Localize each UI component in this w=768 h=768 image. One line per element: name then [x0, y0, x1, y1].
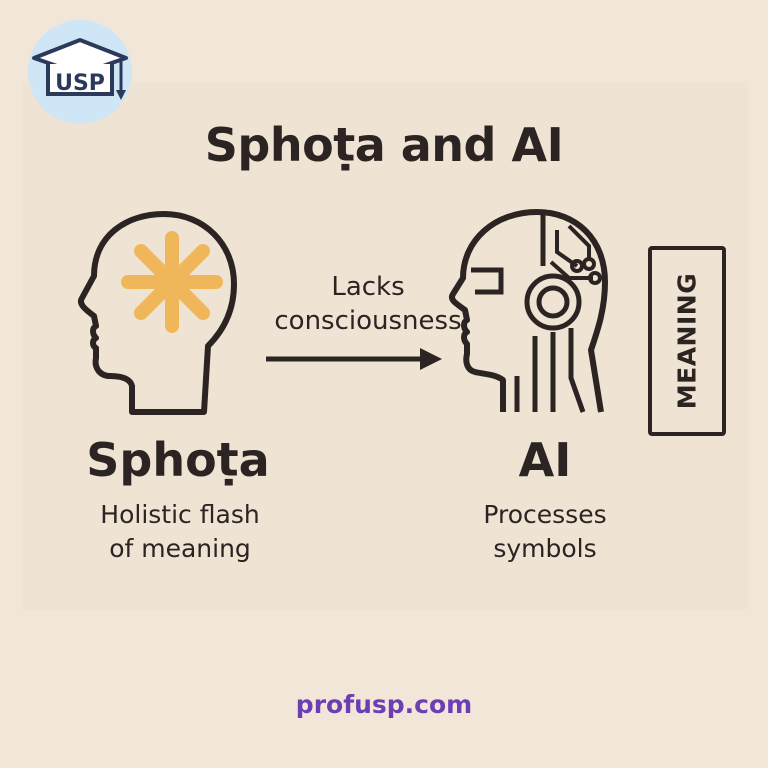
ai-head-illustration — [445, 206, 625, 425]
starburst-icon — [121, 231, 223, 333]
ai-label: AI — [518, 433, 572, 487]
robot-head-icon — [449, 209, 608, 413]
human-head-icon — [78, 211, 237, 415]
page-title: Sphoṭa and AI — [204, 118, 564, 172]
graduation-cap-icon: USP — [32, 38, 128, 100]
ai-description-line1: Processes — [483, 500, 607, 529]
usp-logo: USP — [28, 20, 132, 124]
arrow-caption-line2: consciousness — [274, 306, 462, 336]
sphota-description-line1: Holistic flash — [100, 500, 260, 529]
sphota-description-line2: of meaning — [109, 534, 251, 563]
meaning-label: MEANING — [672, 272, 702, 410]
meaning-box: MEANING — [648, 246, 726, 436]
ai-description: Processes symbols — [445, 498, 645, 566]
ai-description-line2: symbols — [493, 534, 597, 563]
arrow — [262, 342, 447, 380]
arrow-caption-line1: Lacks — [331, 272, 405, 302]
arrow-caption: Lacks consciousness — [268, 270, 468, 338]
right-arrow-icon — [266, 348, 442, 370]
footer-website[interactable]: profusp.com — [295, 690, 473, 719]
human-head-illustration — [72, 206, 242, 425]
logo-text: USP — [55, 71, 105, 96]
diagram-panel — [22, 82, 748, 610]
sphota-description: Holistic flash of meaning — [68, 498, 292, 566]
sphota-label: Sphoṭa — [86, 433, 270, 487]
